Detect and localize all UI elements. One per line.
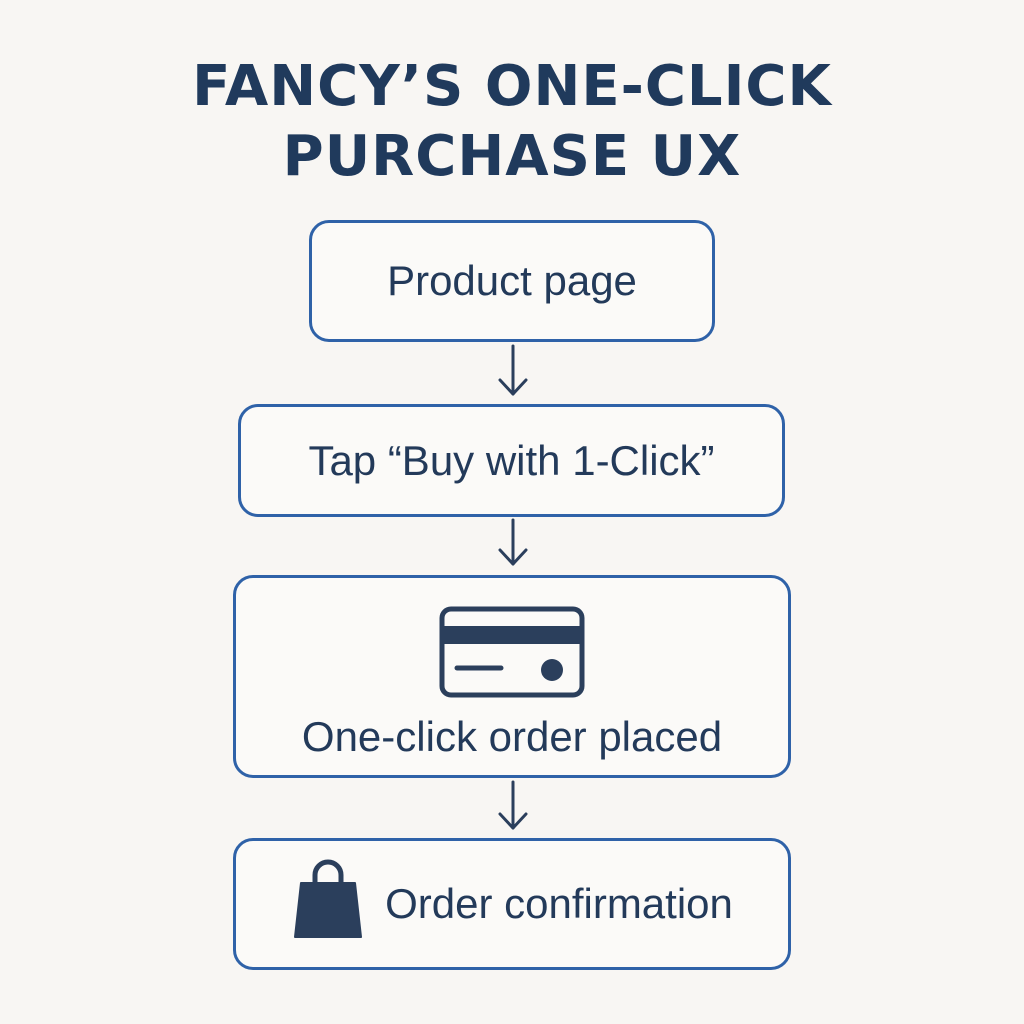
arrow-down-icon (498, 344, 528, 396)
step-label: Product page (387, 257, 637, 304)
step-product-page: Product page (309, 220, 715, 342)
arrow-down-icon (498, 780, 528, 830)
shopping-bag-icon (294, 859, 363, 938)
title-line-2: PURCHASE UX (282, 124, 742, 189)
arrow-down-icon (498, 518, 528, 566)
step-one-click-order-placed: One-click order placed (233, 575, 791, 778)
diagram-title: FANCY’S ONE-CLICK PURCHASE UX (0, 52, 1024, 192)
credit-card-icon (439, 606, 585, 698)
step-tap-buy-with-1-click: Tap “Buy with 1-Click” (238, 404, 785, 517)
step-label: Tap “Buy with 1-Click” (308, 436, 715, 484)
step-label: One-click order placed (301, 713, 723, 760)
step-label: Order confirmation (385, 880, 733, 927)
step-order-confirmation: Order confirmation (233, 838, 791, 970)
title-line-1: FANCY’S ONE-CLICK (192, 54, 832, 119)
